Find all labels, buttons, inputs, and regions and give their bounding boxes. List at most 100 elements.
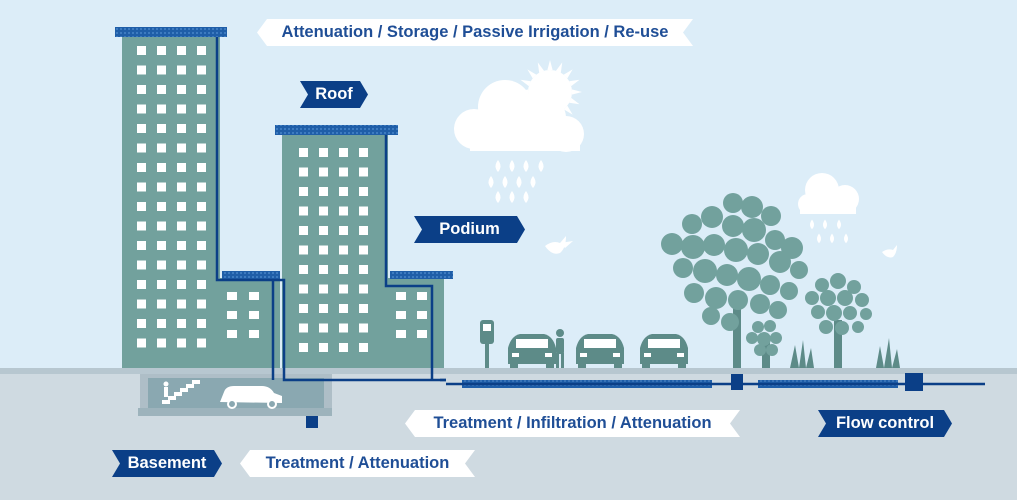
window: [227, 311, 237, 319]
window: [319, 226, 328, 235]
tree-leaf: [716, 264, 738, 286]
window: [299, 343, 308, 352]
window: [177, 299, 186, 309]
tree-leaf: [737, 267, 761, 291]
window: [197, 65, 206, 75]
podium-green-roof-right: [390, 271, 453, 279]
raindrop: [523, 191, 529, 203]
window: [319, 265, 328, 274]
window: [157, 241, 166, 250]
sun-ray: [563, 105, 573, 115]
window: [339, 245, 348, 255]
label-top-uses: Attenuation / Storage / Passive Irrigati…: [257, 19, 693, 46]
window: [197, 85, 206, 94]
tree-leaf: [742, 218, 766, 242]
tree-leaf: [805, 291, 819, 305]
window: [339, 265, 348, 274]
window: [227, 330, 237, 338]
grass-icon: [790, 338, 900, 368]
stairs-icon: [162, 380, 200, 404]
window: [177, 241, 186, 250]
raindrop: [495, 160, 501, 172]
tree-leaf: [673, 258, 693, 278]
window: [177, 260, 186, 270]
underground-drainage: [306, 373, 985, 428]
window: [177, 280, 186, 289]
label-roof: Roof: [300, 81, 368, 108]
tree-leaf: [682, 214, 702, 234]
raindrop: [538, 160, 544, 172]
tree-leaf: [852, 321, 864, 333]
window: [359, 226, 368, 235]
window: [359, 343, 368, 352]
tree-leaf: [754, 344, 766, 356]
window: [197, 202, 206, 211]
window: [359, 167, 368, 177]
window: [157, 85, 166, 94]
window: [359, 148, 368, 157]
window: [299, 148, 308, 157]
tree-leaf: [693, 259, 717, 283]
window: [137, 104, 146, 114]
basement-car-icon: [220, 386, 282, 409]
raindrop: [523, 160, 529, 172]
window: [177, 104, 186, 114]
window: [137, 46, 146, 55]
low-block-left: [220, 271, 280, 368]
tree-leaf: [760, 275, 780, 295]
tree-leaf: [764, 320, 776, 332]
tree-leaf: [790, 261, 808, 279]
tower-green-roof: [115, 27, 227, 37]
tree-leaf: [780, 282, 798, 300]
tree-leaf: [815, 278, 829, 292]
window: [319, 323, 328, 333]
window: [197, 338, 206, 348]
window: [359, 265, 368, 274]
window: [157, 299, 166, 309]
window: [137, 241, 146, 250]
ground-surface: [0, 368, 1017, 374]
tree-leaf: [705, 287, 727, 309]
window: [137, 202, 146, 211]
window: [319, 304, 328, 313]
window: [339, 343, 348, 352]
window: [197, 104, 206, 114]
tree-leaf: [721, 313, 739, 331]
tree-leaf: [820, 290, 836, 306]
window: [157, 143, 166, 153]
window: [197, 143, 206, 153]
sun-ray: [520, 79, 531, 87]
tree-leaf: [701, 206, 723, 228]
window: [177, 319, 186, 328]
window: [157, 124, 166, 133]
tree-leaf: [843, 306, 857, 320]
window: [319, 187, 328, 196]
tree-leaf: [835, 321, 849, 335]
tree-leaf: [747, 243, 769, 265]
mid-tower: [275, 125, 398, 368]
tree-leaf: [741, 196, 763, 218]
window: [299, 167, 308, 177]
raindrop: [509, 191, 515, 203]
car-icon: [508, 334, 556, 368]
tree-trunk: [762, 340, 770, 368]
label-podium: Podium: [414, 216, 525, 243]
person-icon: [556, 329, 564, 368]
window: [359, 284, 368, 294]
window: [197, 124, 206, 133]
tree-leaf: [769, 251, 791, 273]
window: [417, 330, 427, 338]
window: [137, 124, 146, 133]
window: [197, 260, 206, 270]
raindrop: [817, 233, 821, 244]
window: [197, 182, 206, 192]
label-basement: Basement: [112, 450, 222, 477]
window: [197, 221, 206, 231]
window: [177, 85, 186, 94]
window: [339, 323, 348, 333]
window: [177, 65, 186, 75]
sun-ray: [569, 79, 580, 87]
window: [339, 206, 348, 216]
raindrop: [830, 233, 834, 244]
